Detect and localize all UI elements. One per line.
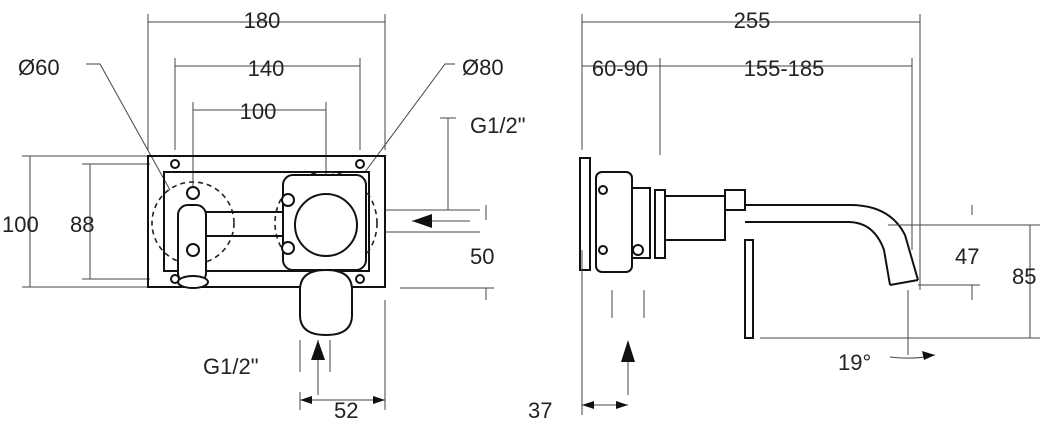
dim-height-total: 100 xyxy=(2,212,39,237)
dim-side-inlet-offset: 37 xyxy=(528,398,552,423)
dim-width-total: 180 xyxy=(244,8,281,33)
dim-spout-range: 155-185 xyxy=(744,56,825,81)
dim-wall-depth: 60-90 xyxy=(592,56,648,81)
dim-length-total: 255 xyxy=(734,8,771,33)
dim-width-holes: 140 xyxy=(248,56,285,81)
dim-diameter-right: Ø80 xyxy=(462,55,504,80)
dim-inlet-offset: 50 xyxy=(470,244,494,269)
dim-height-holes: 88 xyxy=(70,212,94,237)
dim-center-distance: 100 xyxy=(240,99,277,124)
dim-angle: 19° xyxy=(838,350,871,375)
side-view xyxy=(579,14,1040,415)
dim-diameter-left: Ø60 xyxy=(18,55,60,80)
dim-inlet-right: G1/2" xyxy=(470,113,526,138)
dim-inlet-bottom: G1/2" xyxy=(203,354,259,379)
dim-spout-height: 47 xyxy=(955,244,979,269)
dim-total-height: 85 xyxy=(1012,264,1036,289)
dim-bottom-offset: 52 xyxy=(334,398,358,423)
front-view xyxy=(22,14,494,410)
